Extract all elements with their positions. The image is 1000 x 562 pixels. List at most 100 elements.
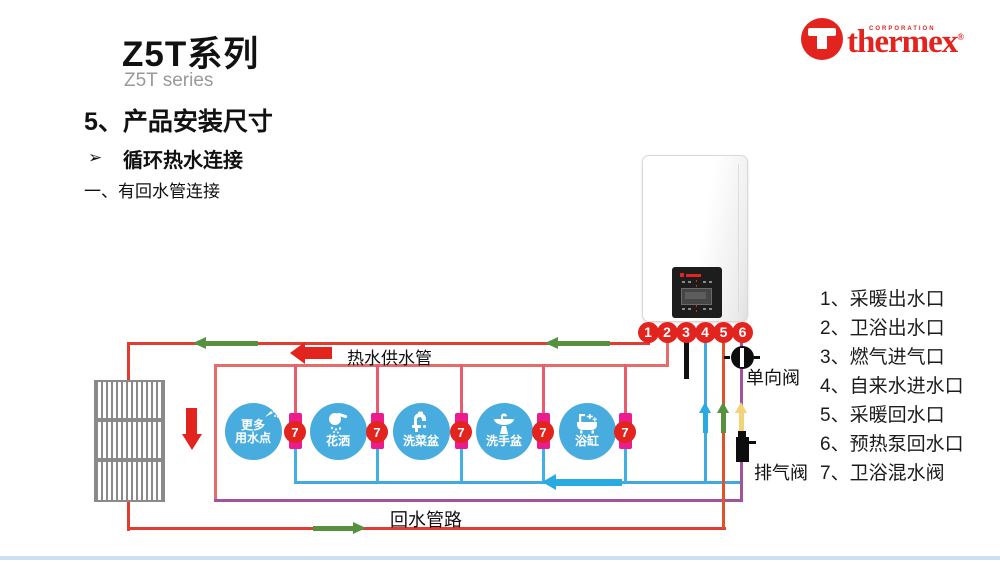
legend-item: 1、采暖出水口 xyxy=(820,289,945,310)
valve-marker-7: 7 xyxy=(284,421,306,443)
label-exhaust-valve: 排气阀 xyxy=(754,463,808,483)
panel-logo-icon xyxy=(680,273,684,277)
flow-arrow-left xyxy=(545,336,558,349)
vent-valve-stub xyxy=(748,441,756,444)
pipe-return-purple xyxy=(213,498,743,502)
port-marker-3: 3 xyxy=(675,321,697,343)
ball-valve-stub-right xyxy=(754,356,760,359)
fixture-label: 浴缸 xyxy=(574,433,599,448)
logo-t-bar xyxy=(808,28,836,36)
panel-display xyxy=(681,288,712,305)
fixture-kitchen-sink: 洗菜盆 xyxy=(392,402,450,460)
legend-item: 6、预热泵回水口 xyxy=(820,434,964,455)
drop-pink-5 xyxy=(623,363,627,416)
legend: 1、采暖出水口 2、卫浴出水口 3、燃气进气口 4、自来水进水口 5、采暖回水口… xyxy=(820,285,964,488)
bullet-title-bold: 循环热 xyxy=(123,150,183,172)
port-marker-1: 1 xyxy=(637,321,659,343)
up-arrow-blue xyxy=(698,402,711,413)
boiler-seam xyxy=(738,164,739,313)
drop-pink-3 xyxy=(459,363,463,416)
up-arrow-green-shaft xyxy=(721,412,726,433)
bullet-arrow-icon: ➢ xyxy=(88,148,103,167)
cold-flow-arrow-shaft xyxy=(554,478,622,486)
vent-valve-body xyxy=(735,437,749,462)
radiator-flow-arrow-down xyxy=(181,434,202,450)
fixture-shower: 花洒 xyxy=(309,402,367,460)
up-arrow-yellow-shaft xyxy=(739,412,744,433)
bathtub-icon xyxy=(577,413,597,433)
flow-arrow-left xyxy=(193,336,206,349)
label-check-valve: 单向阀 xyxy=(746,368,800,388)
valve-marker-7: 7 xyxy=(450,421,472,443)
legend-item: 3、燃气进气口 xyxy=(820,347,945,368)
ball-valve-stub-left xyxy=(724,356,730,359)
legend-item: 4、自来水进水口 xyxy=(820,376,964,397)
page-title: Z5T系列 xyxy=(122,35,260,74)
pipe-port5-vertical xyxy=(722,342,725,529)
pipe-heating-supply-top xyxy=(126,341,650,345)
wall-hung-boiler xyxy=(642,155,748,322)
subsection-title: 一、有回水管连接 xyxy=(84,182,220,201)
radiator-icon xyxy=(94,380,165,420)
fixture-label: 洗菜盆 xyxy=(402,433,439,448)
label-hot-supply: 热水供水管 xyxy=(347,349,432,368)
registered-mark: ® xyxy=(957,32,964,42)
page-subtitle: Z5T series xyxy=(124,70,214,91)
port-marker-5: 5 xyxy=(713,321,734,343)
drop-pink-1 xyxy=(293,363,297,416)
drop-cyan-3 xyxy=(459,448,463,482)
drop-pink-4 xyxy=(541,363,545,416)
kitchen-sink-icon xyxy=(412,411,426,432)
panel-button xyxy=(688,308,691,310)
fixture-more-water-points: 更多 用水点 xyxy=(224,402,282,460)
pipe-supply-left-vertical xyxy=(213,363,217,502)
fixture-label: 花洒 xyxy=(325,433,350,448)
slide-footer-divider xyxy=(0,556,1000,560)
bullet-title: 循环热水连接 xyxy=(123,144,243,173)
pipe-heating-return-bottom xyxy=(126,526,726,530)
drop-pink-2 xyxy=(375,363,379,416)
flow-arrow-right xyxy=(353,521,366,534)
up-arrow-green xyxy=(717,402,729,413)
drop-cyan-1 xyxy=(293,448,297,482)
panel-button xyxy=(709,281,712,283)
port-marker-6: 6 xyxy=(732,321,753,343)
valve-marker-7: 7 xyxy=(614,421,636,443)
panel-logo-bar xyxy=(686,273,701,277)
section-title: 5、产品安装尺寸 xyxy=(84,108,273,136)
panel-button xyxy=(703,281,706,283)
thermex-t-circle-icon xyxy=(801,18,843,60)
label-return-line: 回水管路 xyxy=(390,510,462,530)
up-arrow-yellow xyxy=(735,402,747,413)
valve-marker-7: 7 xyxy=(532,421,554,443)
fixture-label: 洗手盆 xyxy=(485,433,522,448)
flow-arrow-shaft xyxy=(313,525,355,531)
panel-button xyxy=(709,308,712,310)
bullet-title-rest: 水连接 xyxy=(183,150,243,172)
legend-item: 2、卫浴出水口 xyxy=(820,318,945,339)
drop-cyan-5 xyxy=(623,448,627,482)
hot-flow-arrow-shaft xyxy=(305,347,332,359)
drop-cyan-2 xyxy=(375,448,379,482)
logo-brand-word: thermex xyxy=(847,24,958,60)
logo-corporation-text: CORPORATION xyxy=(869,26,936,32)
pipe-hot-supply xyxy=(213,363,669,367)
pipe-cold-water xyxy=(293,480,740,484)
legend-item: 5、采暖回水口 xyxy=(820,405,945,426)
cold-flow-arrow-left xyxy=(542,474,556,490)
radiator-icon xyxy=(94,460,165,502)
port-marker-2: 2 xyxy=(656,321,678,343)
panel-button xyxy=(688,281,691,283)
vent-valve-icon xyxy=(738,431,746,438)
drop-cyan-4 xyxy=(541,448,545,482)
legend-item: 7、卫浴混水阀 xyxy=(820,463,945,484)
hot-flow-arrow-left xyxy=(290,342,305,364)
panel-button xyxy=(682,281,685,283)
logo-brand-text: thermex® xyxy=(847,24,964,61)
radiator-icon xyxy=(94,420,165,460)
fixture-bathtub: 浴缸 xyxy=(558,402,616,460)
more-water-points-icon xyxy=(264,409,279,418)
boiler-control-panel xyxy=(672,267,722,318)
port-marker-4: 4 xyxy=(694,321,716,343)
